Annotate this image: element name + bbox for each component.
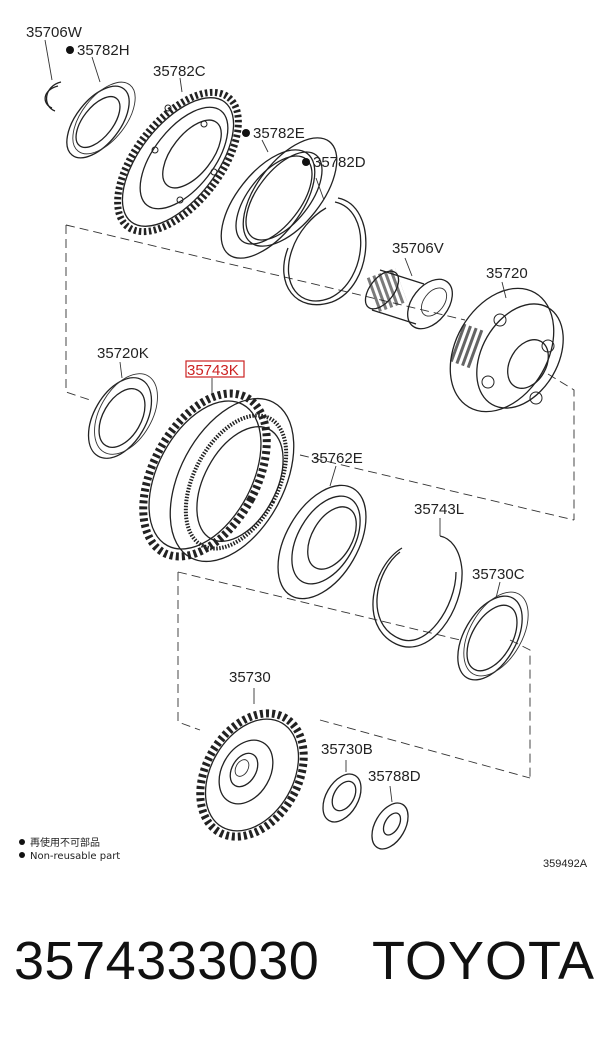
legend-bullet-1	[19, 839, 25, 845]
figure-code: 359492A	[543, 858, 588, 870]
thrust-washer-35788d	[371, 785, 409, 850]
planetary-carrier-35720	[449, 281, 564, 413]
sun-gear-drum-35730	[196, 688, 308, 841]
non-reusable-marker-35782h	[66, 46, 74, 54]
snap-ring-35743l	[372, 518, 463, 648]
label-35720k: 35720K	[97, 345, 149, 362]
non-reusable-marker-35782e	[242, 129, 250, 137]
bearing-35730b	[322, 760, 362, 823]
snap-ring-35706w	[44, 39, 62, 112]
label-35706w: 35706W	[26, 24, 83, 41]
bearing-35782e	[220, 137, 338, 259]
label-35743l: 35743L	[414, 501, 464, 518]
exploded-parts-diagram: 35706W 35782H 35782C 35782E 35782D 35706…	[19, 24, 588, 870]
brand-name: TOYOTA	[372, 931, 596, 991]
ring-gear-35782c	[114, 77, 242, 236]
label-35782d: 35782D	[313, 154, 366, 171]
label-35730c: 35730C	[472, 566, 525, 583]
bearing-35762e	[277, 465, 367, 600]
label-35782h: 35782H	[77, 42, 130, 59]
part-number: 3574333030	[14, 931, 320, 991]
legend-jp: 再使用不可部品	[30, 836, 100, 849]
thrust-washer-35730c	[457, 581, 529, 681]
label-35788d: 35788D	[368, 768, 421, 785]
highlight-box-35743k	[185, 360, 245, 378]
label-35782c: 35782C	[153, 63, 206, 80]
label-35720: 35720	[486, 265, 528, 282]
thrust-washer-35782h	[66, 56, 136, 159]
label-35782e: 35782E	[253, 125, 305, 142]
thrust-washer-35720k	[87, 361, 158, 459]
non-reusable-marker-35782d	[302, 158, 310, 166]
label-35762e: 35762E	[311, 450, 363, 467]
drum-35743k	[139, 378, 295, 563]
legend-en: Non-reusable part	[30, 851, 120, 862]
label-35706v: 35706V	[392, 240, 444, 257]
snap-ring-35782d	[283, 177, 367, 306]
label-35743k[interactable]: 35743K	[187, 362, 239, 379]
shaft-35706v	[364, 257, 453, 330]
label-35730: 35730	[229, 669, 271, 686]
label-35730b: 35730B	[321, 741, 373, 758]
footer: 3574333030 TOYOTA	[0, 930, 600, 1020]
legend-bullet-2	[19, 852, 25, 858]
